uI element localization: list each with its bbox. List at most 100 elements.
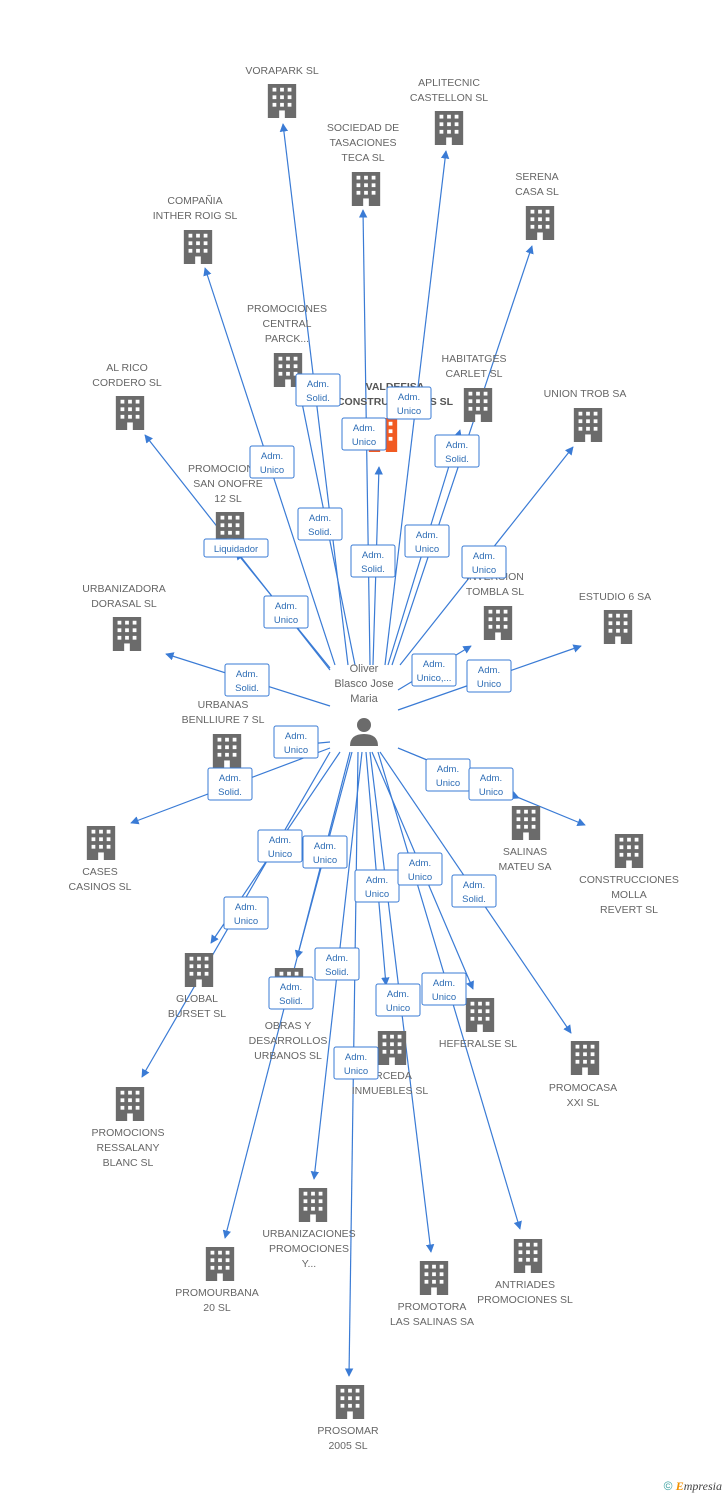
company-node-urbanizaciones-promociones[interactable]: URBANIZACIONESPROMOCIONESY... <box>262 1188 356 1270</box>
company-node-promocions-ressalany[interactable]: PROMOCIONS RESSALANY BLANC SL <box>92 1087 165 1169</box>
role-text: Unico <box>274 615 298 626</box>
center-person[interactable]: Oliver Blasco Jose Maria <box>334 663 394 746</box>
company-name-line: BLANC SL <box>103 1157 154 1169</box>
company-name-line: PROSOMAR <box>317 1425 379 1437</box>
role-badge-urbanas-benlliure[interactable]: Adm.Unico <box>273 725 319 759</box>
role-text: Adm. <box>366 875 388 886</box>
company-name-line: 2005 SL <box>328 1440 367 1452</box>
company-node-estudio-6[interactable]: ESTUDIO 6 SA <box>579 591 651 644</box>
role-badge-antriades[interactable]: Adm.Unico <box>421 972 467 1006</box>
role-text: Adm. <box>280 982 302 993</box>
company-name-line: TOMBLA SL <box>466 586 524 598</box>
role-text: Adm. <box>463 880 485 891</box>
company-node-promociones-central[interactable]: PROMOCIONESCENTRALPARCK... <box>247 303 327 387</box>
role-box <box>451 874 497 908</box>
role-box <box>350 544 396 578</box>
company-name-line: LAS SALINAS SA <box>390 1316 474 1328</box>
role-badge-serena-casa[interactable]: Adm.Solid. <box>434 434 480 468</box>
role-badge-union-trob[interactable]: Adm.Unico <box>461 545 507 579</box>
role-badge-global-burset[interactable]: Adm.Unico <box>223 896 269 930</box>
role-text: Adm. <box>473 551 495 562</box>
role-badge-heferalse[interactable]: Adm.Unico <box>397 852 443 886</box>
role-badge-cases-casinos[interactable]: Adm.Solid. <box>207 767 253 801</box>
role-badge-inversion-tomba[interactable]: Adm.Unico,... <box>411 653 457 687</box>
role-box <box>375 983 421 1017</box>
role-text: Adm. <box>219 773 241 784</box>
person-icon <box>350 718 378 746</box>
company-name-line: INMUEBLES SL <box>352 1085 429 1097</box>
center-name-line-2: Blasco Jose <box>334 678 393 690</box>
company-name-line: RESSALANY <box>96 1142 159 1154</box>
company-node-union-trob[interactable]: UNION TROB SA <box>544 388 627 442</box>
role-text: Adm. <box>416 530 438 541</box>
role-text: Unico <box>365 889 389 900</box>
role-badge-salinas-mateu[interactable]: Adm.Unico <box>425 758 471 792</box>
company-node-vorapark[interactable]: VORAPARK SL <box>245 65 319 118</box>
company-name-line: PROMOCIONES <box>188 463 268 475</box>
role-box <box>421 972 467 1006</box>
role-badge-vorapark[interactable]: Adm.Solid. <box>295 373 341 407</box>
role-text: Unico <box>436 778 460 789</box>
role-badge-construcciones-molla[interactable]: Adm.Unico <box>468 767 514 801</box>
role-badge-estudio-6[interactable]: Adm.Unico <box>466 659 512 693</box>
role-box <box>354 869 400 903</box>
role-badge-al-rico-cordero[interactable]: Liquidador <box>203 538 269 558</box>
role-badge-urbanizaciones-promociones[interactable]: Adm.Solid. <box>314 947 360 981</box>
role-text: Solid. <box>462 894 486 905</box>
building-icon <box>463 388 493 422</box>
role-box <box>297 507 343 541</box>
role-badge-compania-inther[interactable]: Adm.Unico <box>249 445 295 479</box>
role-text: Unico,... <box>417 673 452 684</box>
role-badge-promocions-ressalany[interactable]: Adm.Unico <box>257 829 303 863</box>
company-node-heferalse[interactable]: HEFERALSE SL <box>439 998 517 1050</box>
role-text: Adm. <box>480 773 502 784</box>
company-name-line: PROMOCIONES <box>269 1243 349 1255</box>
role-text: Adm. <box>326 953 348 964</box>
role-badge-obras-desarrollos[interactable]: Adm.Unico <box>302 835 348 869</box>
role-badge-habitatges-carlet[interactable]: Adm.Unico <box>404 524 450 558</box>
company-name-line: PROMOCASA <box>549 1082 617 1094</box>
role-badge-promociones-central[interactable]: Adm.Solid. <box>297 507 343 541</box>
role-badge-sociedad-tasaciones[interactable]: Adm.Unico <box>341 417 387 451</box>
role-badge-arceda-inmuebles[interactable]: Adm. Unico <box>354 869 400 903</box>
role-badge-urbanizadora-dorasal[interactable]: Adm.Solid. <box>224 663 270 697</box>
role-text: Adm. <box>478 665 500 676</box>
company-name-line: DORASAL SL <box>91 598 157 610</box>
role-badge-valdefisa[interactable]: Adm.Solid. <box>350 544 396 578</box>
role-badge-aplitecnic[interactable]: Adm.Unico <box>386 386 432 420</box>
role-badge-promocasa[interactable]: Adm. Solid. <box>451 874 497 908</box>
role-box <box>223 896 269 930</box>
company-node-prosomar[interactable]: PROSOMAR 2005 SL <box>317 1385 379 1452</box>
role-badge-promotora-salinas[interactable]: Adm.Unico <box>375 983 421 1017</box>
role-badge-promociones-san-onofre[interactable]: Adm.Unico <box>263 595 309 629</box>
company-name-line: PROMOCIONS <box>92 1127 165 1139</box>
role-box <box>333 1046 379 1080</box>
role-text: Unico <box>313 855 337 866</box>
company-name-line: URBANIZACIONES <box>262 1228 355 1240</box>
role-badge-prosomar[interactable]: Adm.Unico <box>333 1046 379 1080</box>
building-icon <box>483 606 513 640</box>
role-badge-promourbana[interactable]: Adm.Solid. <box>268 976 314 1010</box>
company-node-inversion-tomba[interactable]: INVERSIONTOMBLA SL <box>466 571 524 640</box>
role-box <box>466 659 512 693</box>
